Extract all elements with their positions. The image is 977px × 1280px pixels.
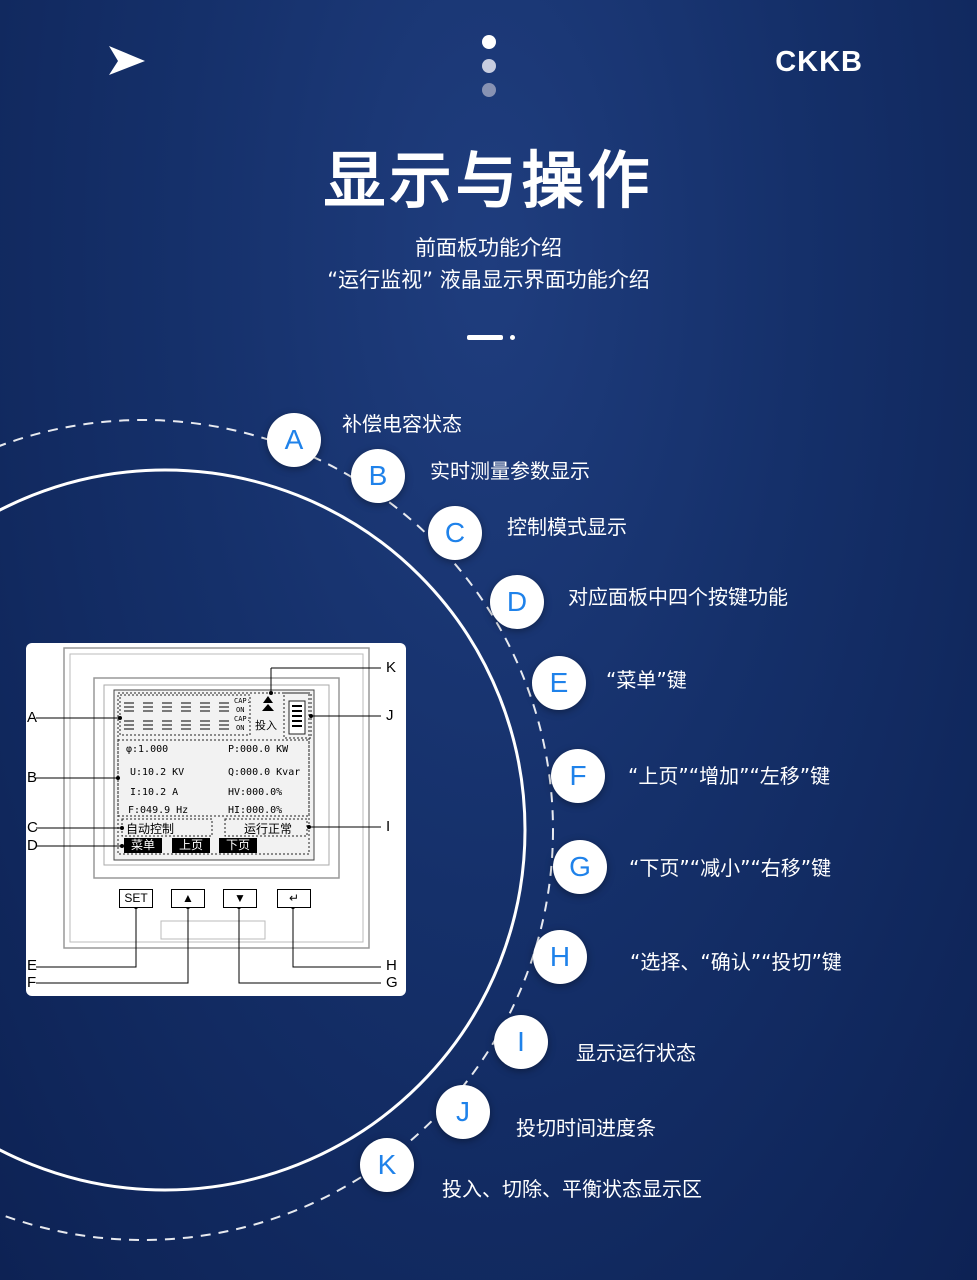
feature-label-c: 控制模式显示 (507, 515, 627, 539)
current-readout: I:10.2 A (130, 787, 179, 798)
on-label-bottom: ON (236, 724, 245, 732)
on-label-top: ON (236, 706, 245, 714)
enter-icon: ↵ (288, 891, 300, 905)
frequency-readout: F:049.9 Hz (128, 805, 189, 816)
enter-key: ↵ (277, 889, 311, 908)
feature-bubble-f: F (551, 749, 605, 803)
callout-c: C (27, 819, 38, 836)
callout-f: F (27, 974, 37, 991)
softkey-menu: 菜单 (124, 838, 162, 853)
feature-bubble-k: K (360, 1138, 414, 1192)
feature-bubble-e: E (532, 656, 586, 710)
callout-b: B (27, 769, 38, 786)
callout-i: I (386, 818, 391, 835)
feature-bubble-i: I (494, 1015, 548, 1069)
feature-label-a: 补偿电容状态 (342, 412, 462, 436)
callout-e: E (27, 957, 38, 974)
feature-label-k: 投入、切除、平衡状态显示区 (442, 1177, 702, 1201)
up-arrow-icon: ▲ (182, 891, 194, 905)
front-panel-diagram: CAP: ON CAP: ON 投入 φ:1.000 P:000.0 KW U:… (26, 643, 406, 996)
set-key: SET (119, 889, 153, 908)
callout-d: D (27, 837, 38, 854)
feature-label-h: “选择、“确认”“投切”键 (630, 950, 842, 974)
callout-a: A (27, 709, 38, 726)
subtitle-line-2: “运行监视” 液晶显示界面功能介绍 (327, 268, 650, 292)
arrow-logo-icon (109, 46, 145, 75)
softkey-page-down: 下页 (219, 838, 257, 853)
switch-state-label: 投入 (255, 719, 277, 732)
callout-h: H (386, 957, 397, 974)
cap-label-top: CAP: (234, 697, 251, 705)
up-key: ▲ (171, 889, 205, 908)
feature-label-i: 显示运行状态 (576, 1041, 696, 1065)
divider-bar (467, 335, 503, 340)
panel-drawing (36, 647, 381, 984)
feature-label-d: 对应面板中四个按键功能 (568, 585, 788, 609)
power-factor-readout: φ:1.000 (126, 744, 169, 755)
callout-g: G (386, 974, 398, 991)
active-power-readout: P:000.0 KW (228, 744, 289, 755)
voltage-readout: U:10.2 KV (130, 767, 185, 778)
voltage-harmonic-readout: HV:000.0% (228, 787, 283, 798)
control-mode-text: 自动控制 (126, 822, 175, 836)
softkey-page-up: 上页 (172, 838, 210, 853)
feature-bubble-d: D (490, 575, 544, 629)
callout-k: K (386, 659, 397, 676)
feature-label-j: 投切时间进度条 (516, 1116, 656, 1140)
feature-label-e: “菜单”键 (606, 668, 687, 692)
brand-name: CKKB (775, 46, 863, 78)
feature-label-f: “上页”“增加”“左移”键 (628, 764, 831, 788)
current-harmonic-readout: HI:000.0% (228, 805, 283, 816)
feature-label-b: 实时测量参数显示 (430, 459, 590, 483)
divider-dot (510, 335, 515, 340)
feature-bubble-a: A (267, 413, 321, 467)
feature-bubble-h: H (533, 930, 587, 984)
down-arrow-icon: ▼ (234, 891, 246, 905)
feature-bubble-b: B (351, 449, 405, 503)
feature-bubble-c: C (428, 506, 482, 560)
feature-bubble-j: J (436, 1085, 490, 1139)
callout-j: J (386, 707, 394, 724)
reactive-power-readout: Q:000.0 Kvar (228, 767, 301, 778)
down-key: ▼ (223, 889, 257, 908)
cap-label-bottom: CAP: (234, 715, 251, 723)
subtitle-line-1: 前面板功能介绍 (415, 236, 562, 260)
page-title: 显示与操作 (323, 144, 654, 217)
feature-bubble-g: G (553, 840, 607, 894)
run-status-text: 运行正常 (244, 822, 293, 836)
feature-label-g: “下页”“减小”“右移”键 (629, 856, 832, 880)
page-indicator (482, 35, 496, 97)
